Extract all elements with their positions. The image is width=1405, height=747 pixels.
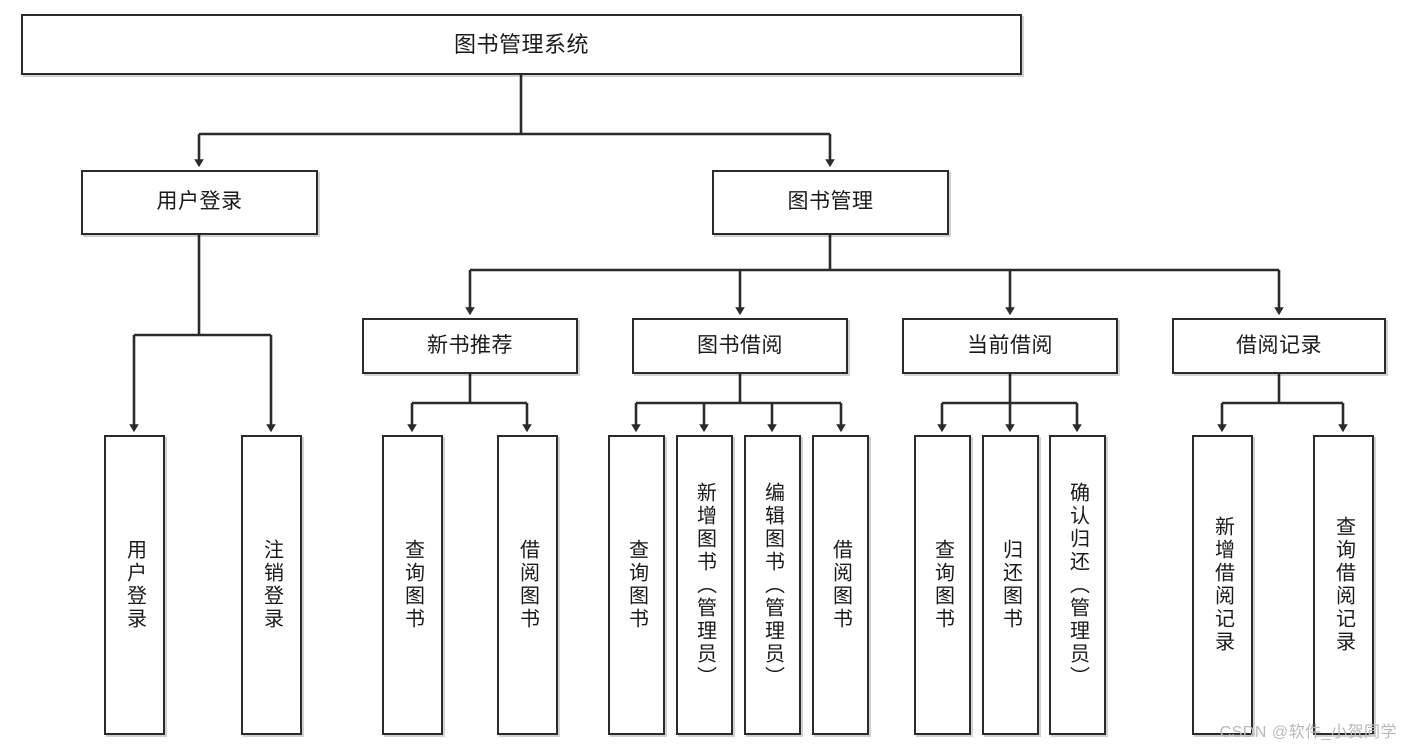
node-leaf-edit-book[interactable]: 编辑图书（管理员） — [744, 435, 801, 735]
node-leaf-borrow-book-1-label: 借阅图书 — [516, 539, 539, 631]
node-leaf-return-book-label: 归还图书 — [999, 539, 1022, 631]
csdn-watermark: CSDN @软件_小贺同学 — [1219, 724, 1397, 741]
node-user-login-label: 用户登录 — [156, 190, 243, 214]
node-leaf-add-book[interactable]: 新增图书（管理员） — [676, 435, 733, 735]
node-book-borrow[interactable]: 图书借阅 — [632, 318, 848, 374]
node-leaf-user-logout-label: 注销登录 — [260, 539, 283, 631]
node-leaf-query-book-2-label: 查询图书 — [625, 539, 648, 631]
node-leaf-add-book-label: 新增图书（管理员） — [693, 481, 716, 689]
node-current-borrow[interactable]: 当前借阅 — [902, 318, 1118, 374]
node-leaf-user-login[interactable]: 用户登录 — [104, 435, 165, 735]
node-leaf-borrow-book-2-label: 借阅图书 — [829, 539, 852, 631]
node-leaf-query-book-2[interactable]: 查询图书 — [608, 435, 665, 735]
node-user-login[interactable]: 用户登录 — [81, 170, 318, 235]
node-leaf-query-book-3[interactable]: 查询图书 — [914, 435, 971, 735]
node-leaf-borrow-book-1[interactable]: 借阅图书 — [497, 435, 558, 735]
node-leaf-user-login-label: 用户登录 — [123, 539, 146, 631]
node-book-manage-label: 图书管理 — [787, 190, 874, 214]
node-new-book-recommend[interactable]: 新书推荐 — [362, 318, 578, 374]
node-leaf-edit-book-label: 编辑图书（管理员） — [761, 481, 784, 689]
node-leaf-query-book-1-label: 查询图书 — [401, 539, 424, 631]
node-borrow-record-label: 借阅记录 — [1236, 333, 1322, 357]
node-leaf-query-record-label: 查询借阅记录 — [1332, 516, 1355, 654]
node-leaf-return-book[interactable]: 归还图书 — [982, 435, 1039, 735]
node-new-book-recommend-label: 新书推荐 — [427, 333, 513, 357]
node-root-label: 图书管理系统 — [453, 31, 589, 57]
node-leaf-user-logout[interactable]: 注销登录 — [241, 435, 302, 735]
node-leaf-query-record[interactable]: 查询借阅记录 — [1313, 435, 1374, 735]
node-leaf-borrow-book-2[interactable]: 借阅图书 — [812, 435, 869, 735]
node-leaf-add-record-label: 新增借阅记录 — [1211, 516, 1234, 654]
node-book-borrow-label: 图书借阅 — [697, 333, 783, 357]
node-leaf-add-record[interactable]: 新增借阅记录 — [1192, 435, 1253, 735]
node-current-borrow-label: 当前借阅 — [967, 333, 1053, 357]
node-book-manage[interactable]: 图书管理 — [712, 170, 949, 235]
node-leaf-confirm-return[interactable]: 确认归还（管理员） — [1049, 435, 1106, 735]
node-leaf-confirm-return-label: 确认归还（管理员） — [1066, 481, 1089, 689]
node-leaf-query-book-1[interactable]: 查询图书 — [382, 435, 443, 735]
node-leaf-query-book-3-label: 查询图书 — [931, 539, 954, 631]
node-root[interactable]: 图书管理系统 — [21, 14, 1022, 75]
node-borrow-record[interactable]: 借阅记录 — [1172, 318, 1386, 374]
